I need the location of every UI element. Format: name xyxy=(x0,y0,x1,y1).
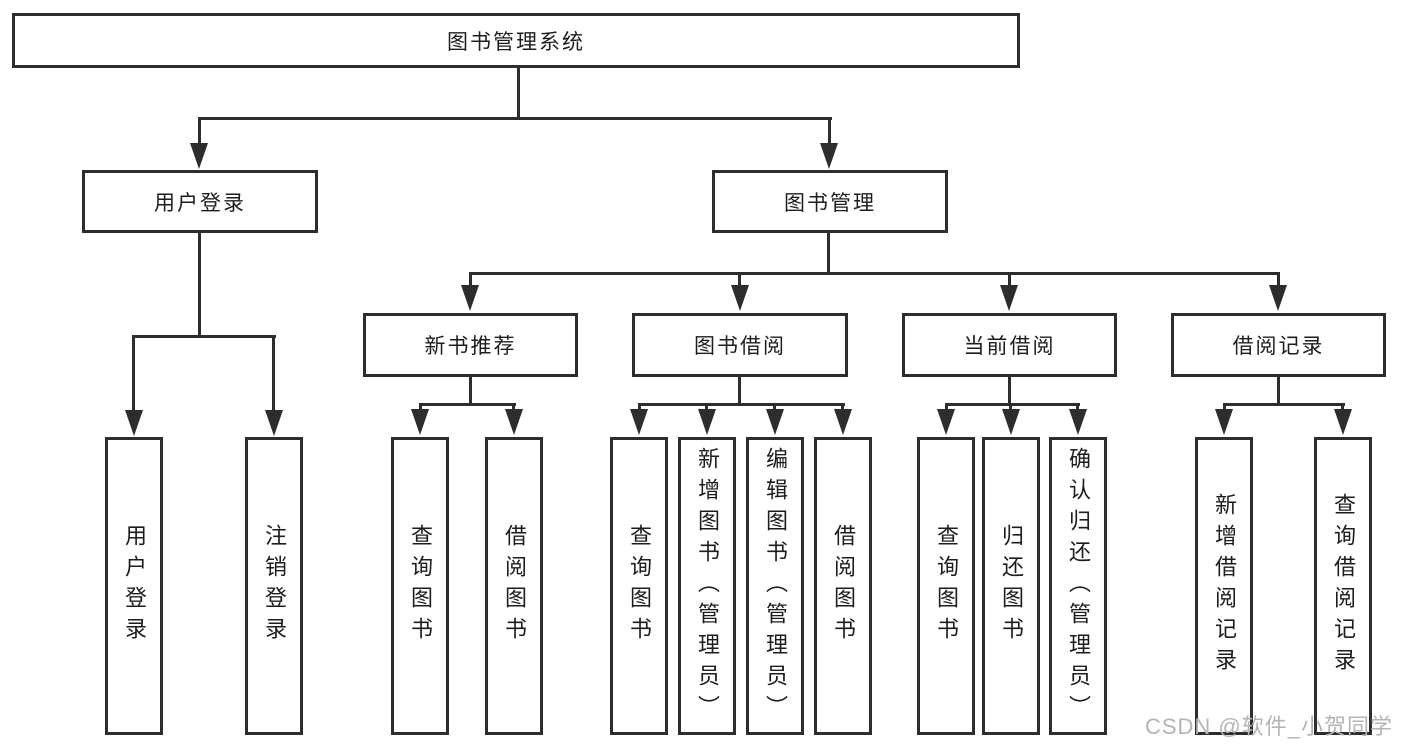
connector-line xyxy=(469,376,472,406)
connector-line xyxy=(1341,403,1344,411)
node-user-login: 用户登录 xyxy=(82,170,318,233)
connector-line xyxy=(132,335,276,338)
arrow-down-icon xyxy=(1069,409,1087,435)
connector-line xyxy=(1008,272,1011,287)
connector-line xyxy=(198,117,201,145)
node-leaf-bb-borrow-books: 借阅图书 xyxy=(814,437,872,735)
node-leaf-bb-add-books: 新增图书（管理员） xyxy=(678,437,736,735)
csdn-watermark: CSDN @软件_小贺同学 xyxy=(1144,714,1393,739)
node-leaf-bb-query-books-label: 查询图书 xyxy=(627,524,652,648)
connector-line xyxy=(1223,403,1345,406)
node-leaf-br-add-record-label: 新增借阅记录 xyxy=(1212,493,1237,679)
connector-line xyxy=(773,403,776,411)
node-leaf-logout: 注销登录 xyxy=(245,437,303,735)
arrow-down-icon xyxy=(766,409,784,435)
node-leaf-bb-edit-books: 编辑图书（管理员） xyxy=(746,437,804,735)
node-user-login-label: 用户登录 xyxy=(154,191,246,215)
node-leaf-bb-add-books-label: 新增图书（管理员） xyxy=(695,446,720,726)
connector-line xyxy=(827,233,830,275)
node-current-borrow-label: 当前借阅 xyxy=(963,335,1056,358)
arrow-down-icon xyxy=(411,409,429,435)
node-leaf-br-query-record-label: 查询借阅记录 xyxy=(1331,493,1356,679)
node-leaf-nbr-query-books-label: 查询图书 xyxy=(408,524,433,648)
connector-line xyxy=(841,403,844,411)
arrow-down-icon xyxy=(1000,285,1018,311)
node-book-borrow: 图书借阅 xyxy=(632,313,848,377)
node-leaf-user-login: 用户登录 xyxy=(105,437,163,735)
connector-line xyxy=(638,403,641,411)
connector-line xyxy=(469,272,472,287)
node-book-management: 图书管理 xyxy=(712,170,948,233)
node-leaf-cb-query-books-label: 查询图书 xyxy=(934,524,959,648)
connector-line xyxy=(705,403,708,411)
arrow-down-icon xyxy=(1269,285,1287,311)
arrow-down-icon xyxy=(190,143,208,169)
connector-line xyxy=(738,272,741,287)
connector-line xyxy=(738,376,741,406)
connector-line xyxy=(638,403,845,406)
connector-line xyxy=(1076,403,1079,411)
connector-line xyxy=(517,68,520,119)
connector-line xyxy=(469,272,1280,275)
node-new-book-recommend: 新书推荐 xyxy=(363,313,578,377)
connector-line xyxy=(1277,376,1280,406)
connector-line xyxy=(198,233,201,338)
arrow-down-icon xyxy=(505,409,523,435)
arrow-down-icon xyxy=(1334,409,1352,435)
connector-line xyxy=(272,335,275,412)
node-leaf-nbr-borrow-books-label: 借阅图书 xyxy=(502,524,527,648)
connector-line xyxy=(198,117,832,120)
connector-line xyxy=(828,117,831,145)
arrow-down-icon xyxy=(1215,409,1233,435)
connector-line xyxy=(419,403,516,406)
connector-line xyxy=(512,403,515,411)
arrow-down-icon xyxy=(937,409,955,435)
connector-line xyxy=(419,403,422,411)
connector-line xyxy=(945,403,1080,406)
node-book-borrow-label: 图书借阅 xyxy=(694,335,786,358)
node-leaf-cb-confirm-return-label: 确认归还（管理员） xyxy=(1066,446,1091,726)
node-leaf-br-add-record: 新增借阅记录 xyxy=(1195,437,1253,735)
node-leaf-bb-edit-books-label: 编辑图书（管理员） xyxy=(763,446,788,726)
node-leaf-cb-query-books: 查询图书 xyxy=(917,437,975,735)
node-new-book-recommend-label: 新书推荐 xyxy=(424,335,517,358)
arrow-down-icon xyxy=(698,409,716,435)
node-leaf-br-query-record: 查询借阅记录 xyxy=(1314,437,1372,735)
node-borrow-records-label: 借阅记录 xyxy=(1232,335,1325,358)
connector-line xyxy=(945,403,948,411)
connector-line xyxy=(1223,403,1226,411)
node-current-borrow: 当前借阅 xyxy=(902,313,1117,377)
connector-line xyxy=(1277,272,1280,287)
node-leaf-logout-label: 注销登录 xyxy=(262,524,287,648)
node-leaf-cb-return-books: 归还图书 xyxy=(982,437,1040,735)
connector-line xyxy=(1008,376,1011,406)
arrow-down-icon xyxy=(461,285,479,311)
arrow-down-icon xyxy=(1002,409,1020,435)
node-leaf-bb-query-books: 查询图书 xyxy=(610,437,668,735)
arrow-down-icon xyxy=(630,409,648,435)
node-leaf-nbr-query-books: 查询图书 xyxy=(391,437,449,735)
node-leaf-user-login-label: 用户登录 xyxy=(122,524,147,648)
connector-line xyxy=(132,335,135,412)
arrow-down-icon xyxy=(125,410,143,436)
node-root-label: 图书管理系统 xyxy=(447,30,585,54)
arrow-down-icon xyxy=(820,143,838,169)
node-borrow-records: 借阅记录 xyxy=(1171,313,1386,377)
node-leaf-bb-borrow-books-label: 借阅图书 xyxy=(831,524,856,648)
connector-line xyxy=(1009,403,1012,411)
arrow-down-icon xyxy=(731,285,749,311)
arrow-down-icon xyxy=(834,409,852,435)
node-leaf-nbr-borrow-books: 借阅图书 xyxy=(485,437,543,735)
node-leaf-cb-return-books-label: 归还图书 xyxy=(999,524,1024,648)
node-book-management-label: 图书管理 xyxy=(784,191,876,215)
arrow-down-icon xyxy=(265,410,283,436)
node-leaf-cb-confirm-return: 确认归还（管理员） xyxy=(1049,437,1107,735)
node-root: 图书管理系统 xyxy=(12,13,1020,68)
